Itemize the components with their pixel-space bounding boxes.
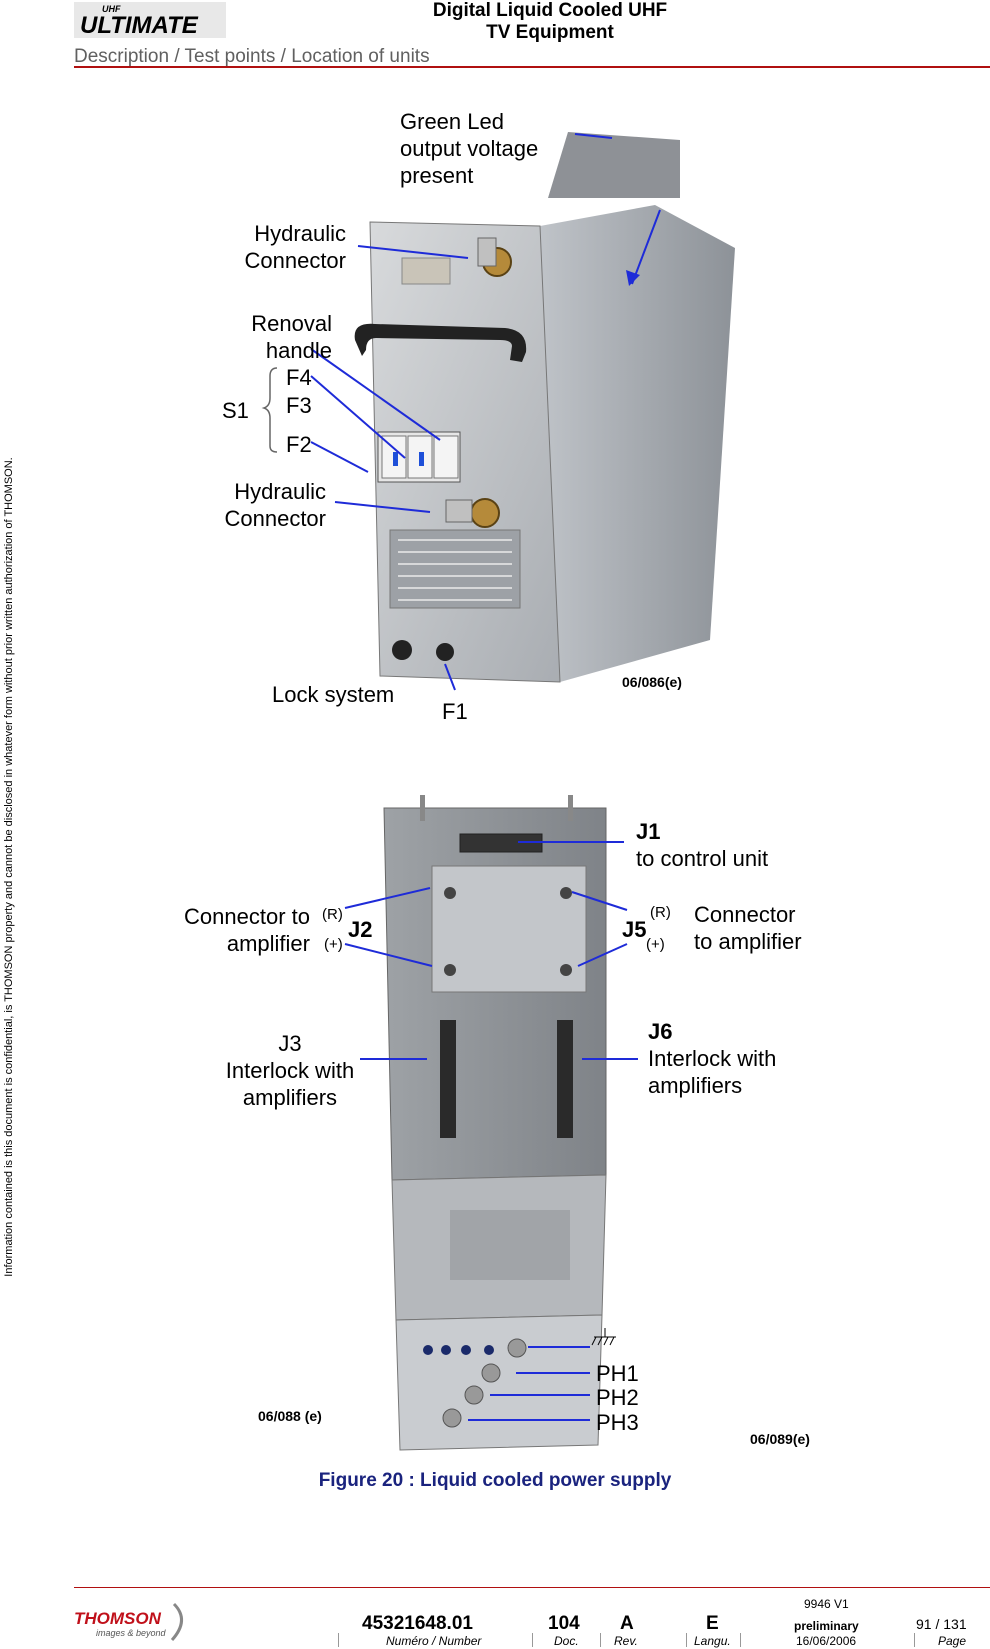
label-hydraulic-connector-top: Hydraulic Connector bbox=[244, 221, 346, 273]
thomson-logo: THOMSON images & beyond bbox=[74, 1598, 194, 1642]
label-langu: Langu. bbox=[694, 1634, 731, 1648]
header-rule bbox=[74, 66, 990, 68]
ph3-test-point bbox=[442, 1408, 462, 1428]
removal-handle bbox=[354, 323, 527, 362]
label-ph3: PH3 bbox=[596, 1410, 639, 1435]
figure-ref-top: 06/086(e) bbox=[622, 674, 682, 690]
label-doc: Doc. bbox=[554, 1634, 579, 1648]
label-removal-handle: Renoval handle bbox=[251, 311, 332, 363]
rating-label bbox=[389, 529, 521, 609]
label-j2-desc: Connector to amplifier bbox=[184, 904, 310, 956]
figure-ref-bottom-left: 06/088 (e) bbox=[258, 1408, 322, 1424]
page-subtitle: Description / Test points / Location of … bbox=[74, 46, 430, 67]
doc-version: 9946 V1 bbox=[804, 1597, 849, 1611]
label-lock-system: Lock system bbox=[272, 682, 395, 707]
warning-plate bbox=[401, 257, 451, 285]
s1-brace bbox=[261, 367, 278, 453]
label-j2-r: (R) bbox=[322, 906, 343, 923]
label-j5: J5 bbox=[622, 917, 647, 942]
doc-revision: A bbox=[620, 1613, 634, 1634]
doc-language: E bbox=[706, 1613, 719, 1634]
label-ph2: PH2 bbox=[596, 1385, 639, 1410]
ph1-test-point bbox=[481, 1363, 501, 1383]
label-f3: F3 bbox=[286, 393, 312, 418]
label-j6: J6 bbox=[648, 1019, 673, 1044]
title-line-1: Digital Liquid Cooled UHF bbox=[432, 0, 668, 21]
fuse-f1-holder bbox=[436, 643, 454, 661]
label-hydraulic-connector-bottom: Hydraulic Connector bbox=[224, 479, 326, 531]
label-green-led: Green Led output voltage present bbox=[400, 109, 539, 188]
label-f1: F1 bbox=[442, 699, 468, 724]
label-j2: J2 bbox=[348, 917, 373, 942]
doc-number: 45321648.01 bbox=[362, 1613, 473, 1634]
page-title: Digital Liquid Cooled UHF TV Equipment bbox=[340, 0, 760, 44]
doc-date: 16/06/2006 bbox=[796, 1634, 857, 1648]
label-page: Page bbox=[938, 1634, 967, 1648]
doc-index: 104 bbox=[548, 1613, 580, 1634]
j3-connector bbox=[440, 1020, 456, 1138]
test-point-panel bbox=[395, 1314, 603, 1451]
label-j1: J1 bbox=[636, 819, 661, 844]
ultimate-logo: UHF ULTIMATE bbox=[74, 0, 232, 40]
j6-connector bbox=[557, 1020, 573, 1138]
label-f4: F4 bbox=[286, 365, 312, 390]
label-number: Numéro / Number bbox=[386, 1634, 482, 1648]
power-supply-rear-photo bbox=[344, 795, 638, 1451]
page-number: 91 / 131 bbox=[916, 1616, 967, 1632]
label-j6-desc: Interlock with amplifiers bbox=[648, 1046, 777, 1098]
label-j2-plus: (+) bbox=[324, 936, 343, 953]
label-j5-desc: Connector to amplifier bbox=[694, 902, 802, 954]
figure-caption: Figure 20 : Liquid cooled power supply bbox=[318, 1470, 672, 1491]
unit-side-panel bbox=[540, 205, 735, 682]
label-s1: S1 bbox=[222, 398, 249, 423]
footer-rule bbox=[74, 1587, 990, 1588]
thomson-logo-text: THOMSON bbox=[74, 1609, 162, 1628]
label-j1-desc: to control unit bbox=[636, 846, 769, 871]
label-rev: Rev. bbox=[614, 1634, 638, 1648]
label-j5-plus: (+) bbox=[646, 936, 665, 953]
thomson-logo-tagline: images & beyond bbox=[96, 1628, 167, 1638]
ground-icon bbox=[591, 1328, 616, 1346]
label-j5-r: (R) bbox=[650, 904, 671, 921]
ph2-test-point bbox=[464, 1385, 484, 1405]
ground-test-point bbox=[507, 1338, 527, 1358]
label-f2: F2 bbox=[286, 432, 312, 457]
lock-knob bbox=[392, 640, 412, 660]
logo-prefix: UHF bbox=[102, 4, 121, 14]
label-j3: J3 Interlock with amplifiers bbox=[225, 1031, 355, 1110]
power-supply-front-photo bbox=[261, 132, 735, 691]
doc-status: preliminary bbox=[794, 1619, 859, 1633]
title-line-2: TV Equipment bbox=[486, 22, 614, 43]
logo-text: ULTIMATE bbox=[80, 12, 199, 39]
unit-top-edge bbox=[548, 132, 680, 198]
label-ph1: PH1 bbox=[596, 1361, 639, 1386]
figure-ref-bottom-right: 06/089(e) bbox=[750, 1431, 810, 1447]
